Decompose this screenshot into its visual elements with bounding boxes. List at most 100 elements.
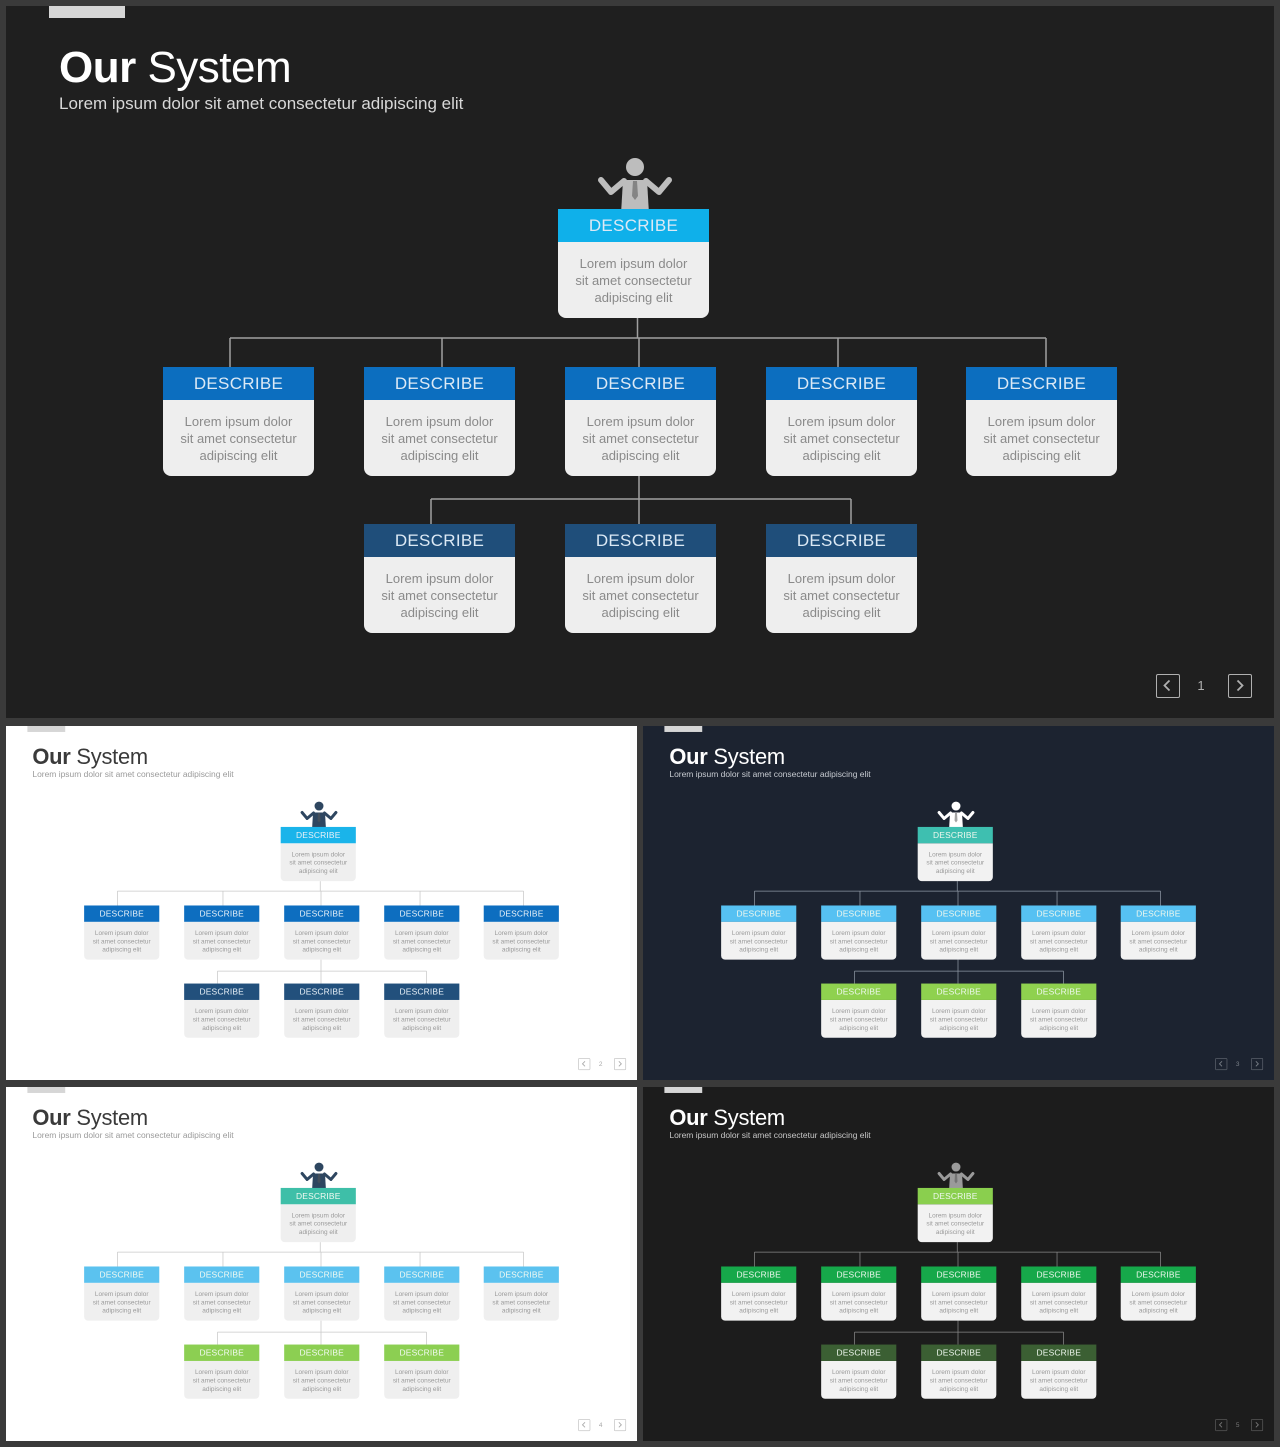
org-node-header: DESCRIBE bbox=[284, 1266, 360, 1283]
chevron-left-icon bbox=[1218, 1422, 1223, 1428]
prev-page-button[interactable] bbox=[578, 1058, 591, 1071]
person-icon bbox=[298, 1162, 340, 1191]
org-node-header: DESCRIBE bbox=[184, 983, 260, 1000]
prev-page-button[interactable] bbox=[1215, 1058, 1228, 1071]
org-node-body: Lorem ipsum dolor sit amet consectetur a… bbox=[966, 400, 1117, 476]
chevron-left-icon bbox=[581, 1422, 586, 1428]
slide-subtitle: Lorem ipsum dolor sit amet consectetur a… bbox=[32, 769, 234, 780]
org-node-body: Lorem ipsum dolor sit amet consectetur a… bbox=[280, 1204, 356, 1243]
prev-page-button[interactable] bbox=[1156, 674, 1180, 698]
slide-title-rest: System bbox=[135, 43, 292, 92]
slide-subtitle: Lorem ipsum dolor sit amet consectetur a… bbox=[669, 1130, 871, 1141]
org-node-body: Lorem ipsum dolor sit amet consectetur a… bbox=[384, 999, 460, 1038]
org-node-body: Lorem ipsum dolor sit amet consectetur a… bbox=[558, 242, 709, 318]
org-node-body: Lorem ipsum dolor sit amet consectetur a… bbox=[1120, 1282, 1196, 1321]
org-node-header: DESCRIBE bbox=[921, 1344, 997, 1361]
org-node-header: DESCRIBE bbox=[184, 905, 260, 922]
org-node-body: Lorem ipsum dolor sit amet consectetur a… bbox=[84, 921, 160, 960]
org-node-body: Lorem ipsum dolor sit amet consectetur a… bbox=[284, 921, 360, 960]
org-node-header: DESCRIBE bbox=[1021, 1344, 1097, 1361]
connector-lines bbox=[754, 1242, 1161, 1345]
org-node-body: Lorem ipsum dolor sit amet consectetur a… bbox=[280, 843, 356, 882]
org-node-header: DESCRIBE bbox=[364, 367, 515, 400]
top-accent-bar bbox=[664, 1087, 703, 1093]
page-number: 2 bbox=[598, 1060, 603, 1068]
next-page-button[interactable] bbox=[1251, 1419, 1264, 1432]
chevron-right-icon bbox=[1255, 1422, 1259, 1428]
org-node-body: Lorem ipsum dolor sit amet consectetur a… bbox=[284, 1360, 360, 1399]
connector-lines bbox=[754, 881, 1161, 984]
org-node-header: DESCRIBE bbox=[84, 905, 160, 922]
top-accent-bar bbox=[27, 1087, 66, 1093]
person-icon bbox=[298, 801, 340, 830]
connector-lines bbox=[117, 1242, 524, 1345]
slide-title: Our System bbox=[669, 745, 785, 769]
next-page-button[interactable] bbox=[1228, 674, 1252, 698]
org-node-header: DESCRIBE bbox=[766, 524, 917, 557]
org-node-header: DESCRIBE bbox=[1021, 983, 1097, 1000]
org-node-header: DESCRIBE bbox=[921, 1266, 997, 1283]
prev-page-button[interactable] bbox=[578, 1419, 591, 1432]
slide-title-rest: System bbox=[70, 1105, 148, 1130]
next-page-button[interactable] bbox=[614, 1058, 627, 1071]
org-node-body: Lorem ipsum dolor sit amet consectetur a… bbox=[821, 1282, 897, 1321]
org-node-header: DESCRIBE bbox=[280, 826, 356, 844]
org-node-header: DESCRIBE bbox=[721, 1266, 797, 1283]
org-node-body: Lorem ipsum dolor sit amet consectetur a… bbox=[163, 400, 314, 476]
chevron-right-icon bbox=[1255, 1061, 1259, 1067]
org-node-header: DESCRIBE bbox=[565, 367, 716, 400]
chevron-right-icon bbox=[618, 1422, 622, 1428]
next-page-button[interactable] bbox=[1251, 1058, 1264, 1071]
slide-title-rest: System bbox=[707, 744, 785, 769]
org-node-body: Lorem ipsum dolor sit amet consectetur a… bbox=[184, 1282, 260, 1321]
org-node-body: Lorem ipsum dolor sit amet consectetur a… bbox=[84, 1282, 160, 1321]
org-node-header: DESCRIBE bbox=[917, 826, 993, 844]
org-node-header: DESCRIBE bbox=[280, 1187, 356, 1205]
org-node-body: Lorem ipsum dolor sit amet consectetur a… bbox=[284, 999, 360, 1038]
person-icon bbox=[593, 156, 677, 214]
org-node-body: Lorem ipsum dolor sit amet consectetur a… bbox=[921, 921, 997, 960]
org-node-header: DESCRIBE bbox=[1021, 905, 1097, 922]
next-page-button[interactable] bbox=[614, 1419, 627, 1432]
org-node-body: Lorem ipsum dolor sit amet consectetur a… bbox=[1021, 1282, 1097, 1321]
org-node-body: Lorem ipsum dolor sit amet consectetur a… bbox=[184, 999, 260, 1038]
prev-page-button[interactable] bbox=[1215, 1419, 1228, 1432]
org-node-header: DESCRIBE bbox=[184, 1344, 260, 1361]
org-node-body: Lorem ipsum dolor sit amet consectetur a… bbox=[184, 1360, 260, 1399]
org-node-header: DESCRIBE bbox=[483, 1266, 559, 1283]
org-node-body: Lorem ipsum dolor sit amet consectetur a… bbox=[1021, 921, 1097, 960]
